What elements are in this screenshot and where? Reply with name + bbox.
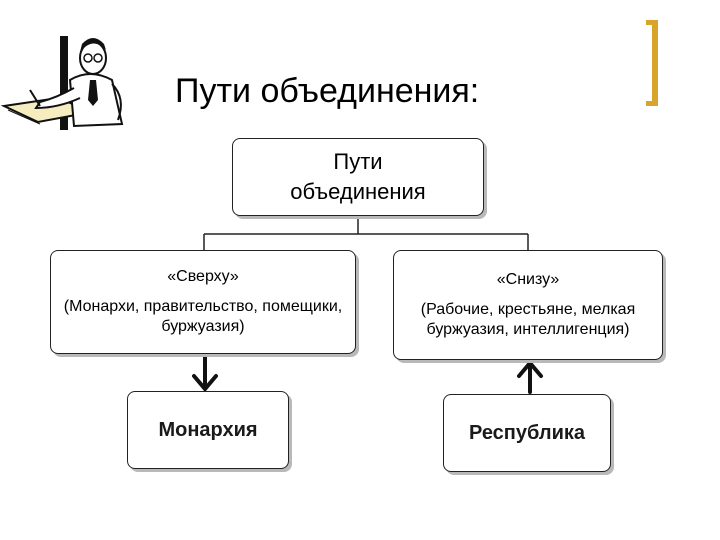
branch-bottom-up-description: (Рабочие, крестьяне, мелкая буржуазия, и… [418, 300, 638, 340]
branch-top-down-description: (Монархи, правительство, помещики, буржу… [63, 297, 343, 337]
branch-bottom-up-node: «Снизу» (Рабочие, крестьяне, мелкая бурж… [393, 250, 663, 360]
branch-top-down-heading: «Сверху» [167, 267, 238, 287]
arrow-down-icon [194, 356, 216, 389]
result-monarchy-label: Монархия [158, 419, 257, 442]
root-node-label: Пути объединения [263, 147, 453, 207]
result-republic-node: Республика [443, 394, 611, 472]
result-monarchy-node: Монархия [127, 391, 289, 469]
branch-bottom-up-heading: «Снизу» [497, 270, 559, 290]
arrow-up-icon [519, 363, 541, 392]
branch-top-down-node: «Сверху» (Монархи, правительство, помещи… [50, 250, 356, 354]
result-republic-label: Республика [469, 422, 585, 445]
root-node: Пути объединения [232, 138, 484, 216]
